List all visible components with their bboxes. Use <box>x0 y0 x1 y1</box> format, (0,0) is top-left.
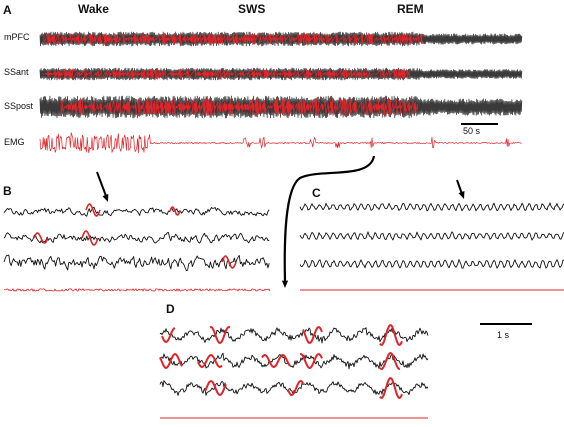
sws-trace-2-sw-3 <box>299 353 323 369</box>
scalebar-label-50s: 50 s <box>463 126 481 136</box>
trace-mpfc-highlight <box>43 33 423 45</box>
trace-emg <box>39 132 522 154</box>
state-label-rem: REM <box>397 2 424 16</box>
sws-trace-3-sw-0 <box>204 380 227 396</box>
sws-trace-1-sw-2 <box>302 326 323 344</box>
curved-arrow-shaft <box>283 155 376 283</box>
wake-spindle-3a <box>221 255 237 269</box>
trace-sspost-highlight <box>60 97 418 117</box>
panel-label-a: A <box>3 3 12 17</box>
sws-trace-1 <box>159 327 429 344</box>
sws-trace-1-sw-3 <box>379 324 403 346</box>
panel-c-rem-traces <box>299 202 564 291</box>
trace-label-sspost: SSpost <box>4 101 34 111</box>
panel-d-sws-traces <box>159 324 429 419</box>
sws-trace-3-sw-2 <box>379 377 403 399</box>
panel-label-c: C <box>312 186 321 200</box>
sws-trace-2-sw-1 <box>197 354 223 368</box>
arrow-b-head <box>102 194 109 202</box>
curved-arrow-head <box>281 280 289 288</box>
wake-trace-1 <box>3 206 270 217</box>
scalebar-label-1s: 1 s <box>497 330 510 340</box>
trace-ssant-signal <box>39 67 523 81</box>
state-label-sws: SWS <box>238 2 266 16</box>
rem-trace-2 <box>299 231 564 241</box>
panel-b-wake-traces <box>3 203 271 292</box>
sws-trace-1-sw-1 <box>209 326 231 344</box>
rem-trace-1 <box>299 202 564 212</box>
arrow-c-shaft <box>456 179 463 195</box>
rem-trace-3 <box>299 259 564 269</box>
wake-trace-3 <box>3 254 270 272</box>
arrows-and-scalebars <box>96 123 532 325</box>
trace-ssant-highlight <box>42 68 410 80</box>
wake-emg <box>3 288 271 292</box>
wake-spindle-1b <box>169 206 181 216</box>
sws-trace-3 <box>159 380 429 396</box>
sws-trace-2-sw-2 <box>261 354 291 368</box>
sws-trace-1-sw-0 <box>161 327 176 343</box>
sws-trace-3-sw-1 <box>287 380 304 396</box>
sws-trace-2-sw-4 <box>379 352 401 370</box>
panel-label-d: D <box>166 302 175 316</box>
trace-label-emg: EMG <box>4 137 25 147</box>
wake-trace-2 <box>3 231 270 244</box>
state-label-wake: Wake <box>78 2 109 16</box>
panel-a-overview-traces <box>39 31 523 154</box>
panel-label-b: B <box>3 184 12 198</box>
wake-spindle-2a <box>33 232 49 244</box>
trace-label-mpfc: mPFC <box>4 32 30 42</box>
wake-spindle-1a <box>85 203 101 217</box>
arrow-b-shaft <box>96 171 107 197</box>
sws-trace-2-sw-0 <box>159 353 183 369</box>
trace-mpfc-signal <box>39 31 523 47</box>
wake-spindle-2b <box>81 230 99 246</box>
trace-label-ssant: SSant <box>4 67 29 77</box>
arrow-c-head <box>458 191 465 199</box>
